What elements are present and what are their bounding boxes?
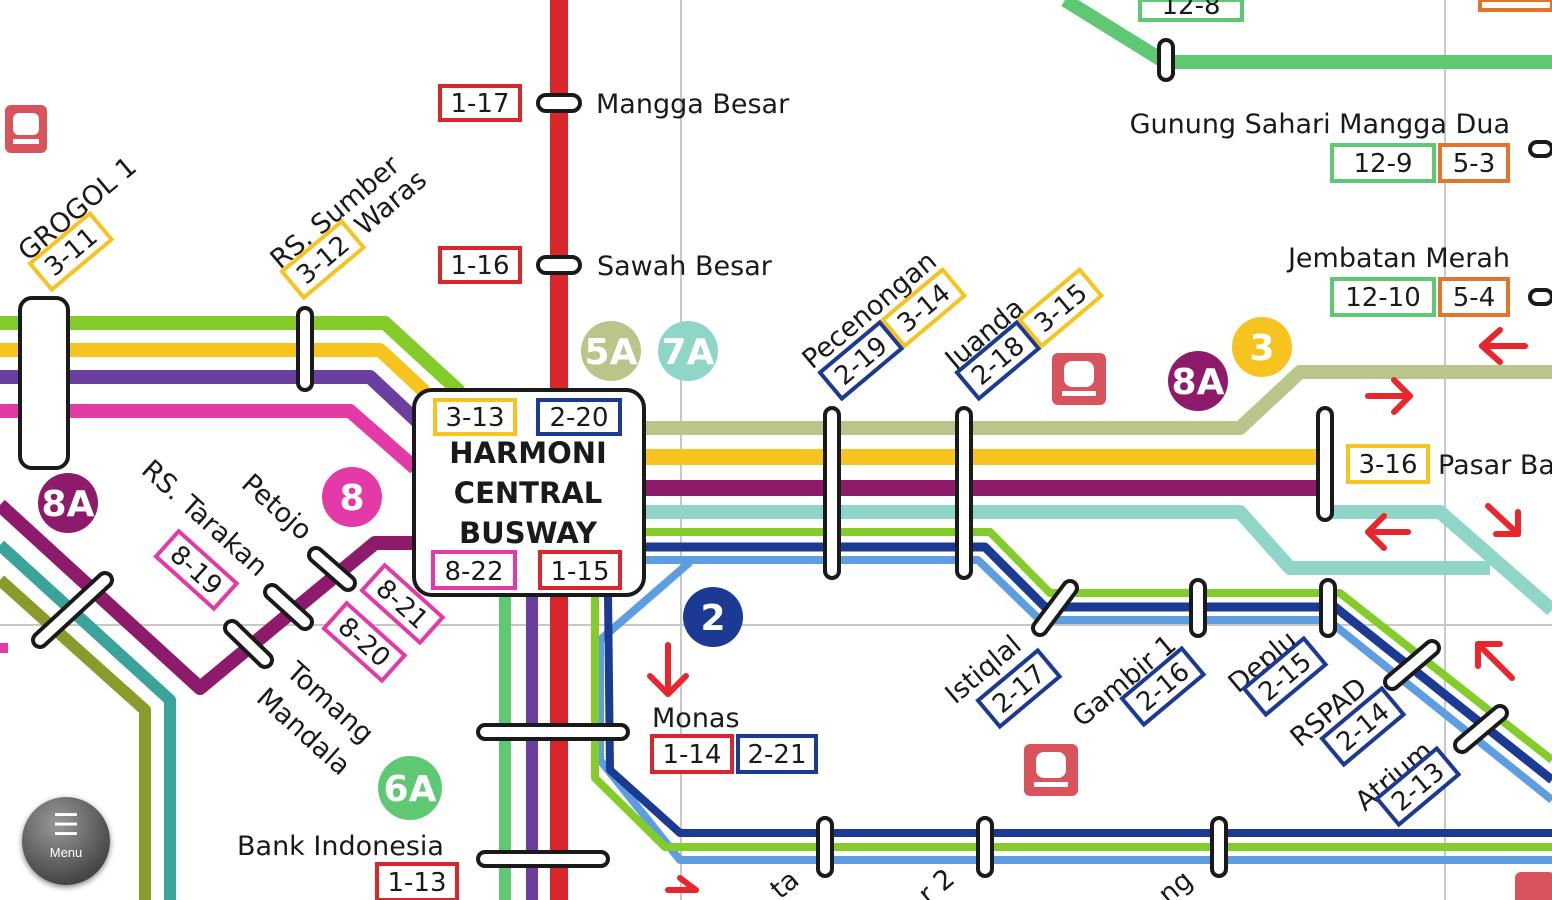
arrow-right-icon bbox=[1365, 377, 1413, 415]
corridor-7A-line bbox=[645, 365, 1552, 435]
mangga-besar-code: 1-17 bbox=[450, 89, 509, 119]
corridor-7A-badge: 7A bbox=[662, 332, 715, 373]
hub-title-line-3: BUSWAY bbox=[459, 516, 598, 550]
corridor-2-badge: 2 bbox=[700, 598, 725, 639]
jembatan-merah-code-1: 12-10 bbox=[1345, 283, 1421, 313]
hub-title-line-2: CENTRAL bbox=[454, 476, 602, 510]
bank-indonesia-label[interactable]: Bank Indonesia bbox=[237, 831, 444, 862]
arrow-up-left-icon bbox=[1475, 641, 1515, 681]
hub-code-8-22: 8-22 bbox=[444, 557, 503, 587]
mangga-besar-label[interactable]: Mangga Besar bbox=[596, 89, 790, 120]
pasar-baru-label[interactable]: Pasar Ba bbox=[1438, 450, 1552, 481]
monas-code-2: 2-21 bbox=[747, 740, 806, 770]
petojo-label[interactable]: Petojo bbox=[235, 468, 317, 547]
corridor-3-line-west bbox=[0, 343, 430, 398]
hamburger-icon: ☰ bbox=[52, 808, 80, 843]
bottom-partial-label-1: ta bbox=[765, 864, 806, 900]
jembatan-merah-label[interactable]: Jembatan Merah bbox=[1286, 243, 1510, 274]
menu-button[interactable]: ☰ Menu bbox=[22, 797, 110, 885]
corridor-8A-badge-right: 8A bbox=[1172, 362, 1225, 403]
arrow-left-icon bbox=[1365, 513, 1411, 551]
corridor-badges: 5A 7A 8A 8A 3 8 2 6A bbox=[38, 317, 1292, 820]
direction-arrows bbox=[647, 327, 1528, 893]
gunung-sahari-top-code: 12-8 bbox=[1161, 0, 1220, 21]
corridor-teal-line-west bbox=[0, 540, 176, 900]
hub-code-3-13: 3-13 bbox=[445, 403, 504, 433]
station-stops bbox=[18, 38, 1552, 878]
monas-code-1: 1-14 bbox=[662, 740, 721, 770]
corridor-5A-badge: 5A bbox=[585, 332, 638, 373]
harmoni-central-hub[interactable]: 3-13 2-20 HARMONI CENTRAL BUSWAY 8-22 1-… bbox=[412, 388, 646, 597]
menu-label: Menu bbox=[49, 845, 83, 860]
corridor-3-badge: 3 bbox=[1249, 328, 1274, 369]
hub-code-1-15: 1-15 bbox=[550, 557, 609, 587]
jembatan-merah-code-2: 5-4 bbox=[1453, 283, 1495, 313]
arrow-left-icon bbox=[1479, 327, 1528, 365]
gunung-sahari-label[interactable]: Gunung Sahari Mangga Dua bbox=[1130, 109, 1510, 140]
bank-indonesia-code: 1-13 bbox=[387, 868, 446, 898]
train-icons bbox=[5, 105, 1552, 900]
gunung-sahari-code-1: 12-9 bbox=[1353, 149, 1412, 179]
corridor-8A-badge-left: 8A bbox=[42, 484, 95, 525]
train-icon bbox=[1024, 744, 1078, 796]
bottom-partial-label-3: ng bbox=[1153, 865, 1199, 900]
corridor-teal-line-east bbox=[645, 505, 1490, 575]
sawah-besar-label[interactable]: Sawah Besar bbox=[597, 251, 773, 282]
arrow-down-right-icon bbox=[1485, 503, 1521, 537]
train-icon bbox=[5, 105, 47, 153]
corridor-8-badge: 8 bbox=[339, 478, 364, 519]
arrow-right-icon bbox=[665, 875, 699, 893]
corridor-8-line bbox=[0, 404, 420, 474]
hub-code-2-20: 2-20 bbox=[549, 403, 608, 433]
corridor-lime-line-loop bbox=[645, 528, 1552, 764]
train-icon bbox=[1515, 872, 1552, 900]
hub-title-line-1: HARMONI bbox=[449, 436, 607, 470]
corridor-purple-line bbox=[0, 370, 423, 428]
train-icon bbox=[1052, 353, 1106, 405]
sawah-besar-code: 1-16 bbox=[450, 251, 509, 281]
gunung-sahari-code-2: 5-3 bbox=[1453, 149, 1495, 179]
monas-label[interactable]: Monas bbox=[652, 703, 740, 734]
pasar-baru-code: 3-16 bbox=[1358, 450, 1417, 480]
arrow-down-icon bbox=[647, 642, 689, 697]
corridor-6A-badge: 6A bbox=[384, 769, 437, 810]
corridor-lime-line bbox=[0, 316, 465, 398]
bottom-partial-label-2: r 2 bbox=[913, 863, 961, 900]
